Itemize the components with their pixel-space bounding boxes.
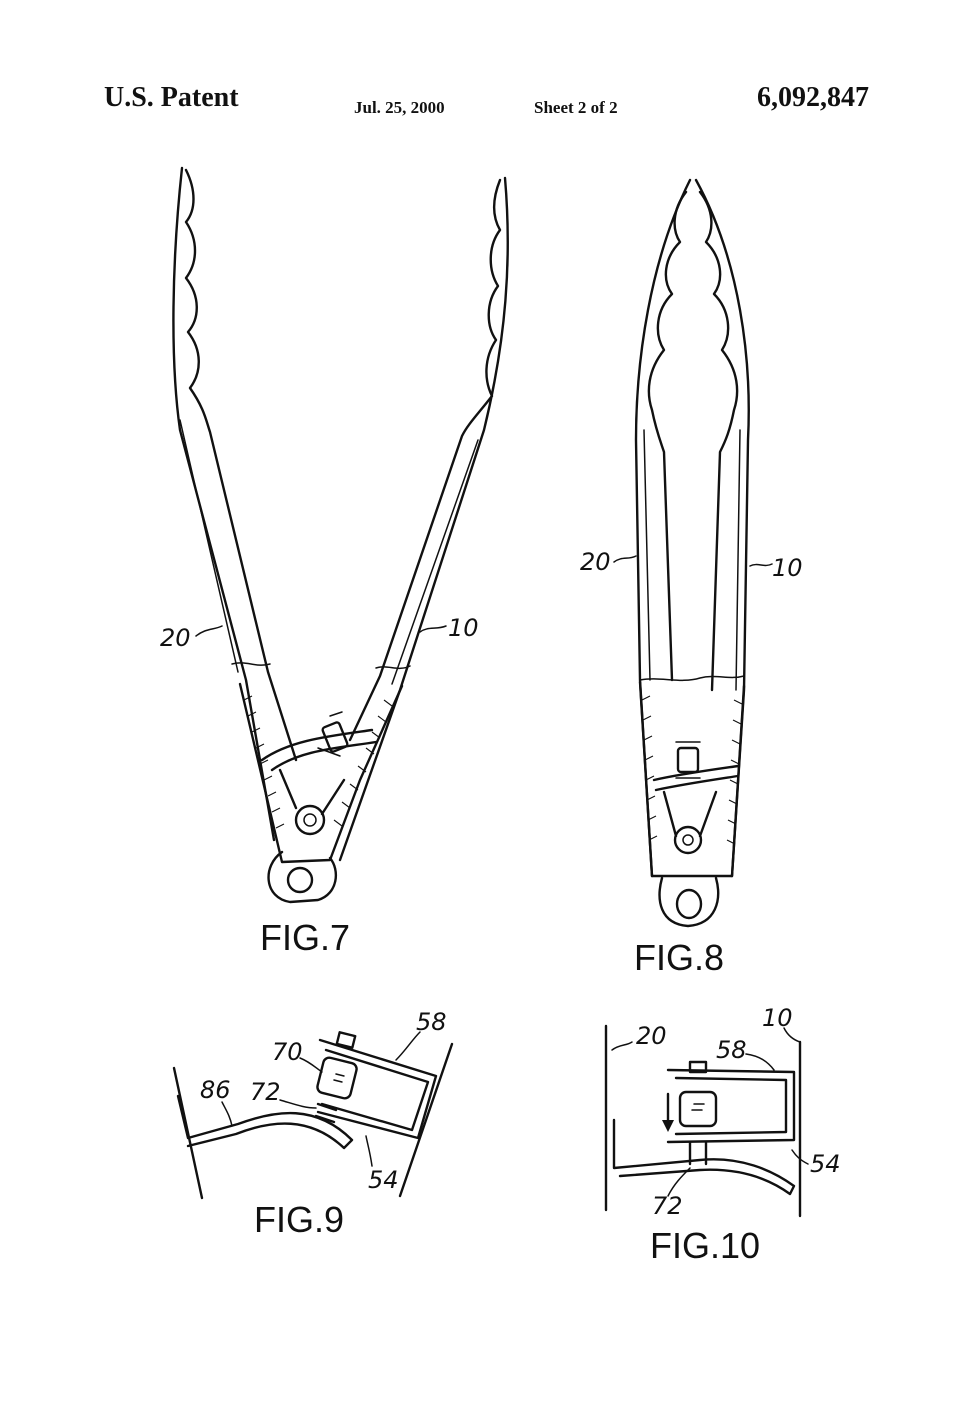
fig10-screw-head	[688, 1060, 708, 1074]
fig7-break-right	[375, 665, 411, 670]
fig9-arm-86	[176, 1094, 354, 1150]
fig7-right-arm-scallops	[348, 178, 502, 742]
fig7-spring	[260, 728, 378, 816]
fig7-ref-10: 10	[448, 614, 479, 642]
fig10-leader-54	[791, 1149, 809, 1165]
fig10-screw-72	[688, 1140, 708, 1166]
fig9-nut-72	[314, 1102, 338, 1124]
fig10-ref-20: 20	[636, 1022, 667, 1050]
fig7-housing-hatch	[243, 695, 393, 829]
fig9-ref-54: 54	[368, 1166, 399, 1194]
fig8-leader-10	[749, 563, 773, 567]
fig9-ref-86: 86	[200, 1076, 231, 1104]
fig8-ref-10: 10	[772, 554, 803, 582]
sheet-number: Sheet 2 of 2	[534, 98, 618, 117]
fig8-outer-right	[694, 178, 750, 878]
fig8-caption: FIG.8	[634, 937, 724, 978]
patent-number: 6,092,847	[757, 82, 869, 113]
fig10-ref-72: 72	[652, 1192, 683, 1220]
fig9-ref-58: 58	[416, 1008, 447, 1036]
fig7-latch-body	[321, 721, 349, 753]
fig9-ref-70: 70	[272, 1038, 303, 1066]
patent-date: Jul. 25, 2000	[354, 98, 445, 117]
fig7-pivot-outer	[294, 804, 326, 836]
fig8-leader-20	[613, 555, 637, 563]
fig8-ring-hole	[675, 888, 703, 920]
fig7-ring-hole	[286, 866, 314, 894]
fig10-caption: FIG.10	[650, 1225, 760, 1266]
fig9-screw-head	[335, 1031, 357, 1049]
fig10-leader-58	[745, 1053, 775, 1071]
fig10-ref-54: 54	[810, 1150, 841, 1178]
fig8-left-scallops	[647, 190, 688, 682]
fig10-button-marks	[691, 1103, 705, 1111]
fig7-leader-20	[195, 625, 223, 637]
fig8-spring	[652, 764, 740, 838]
fig9-bracket-58	[316, 1038, 438, 1140]
fig9-leader-72	[279, 1099, 317, 1109]
fig8-inner-ridges	[643, 429, 741, 691]
fig8-drawing	[634, 178, 750, 928]
fig9-button-marks	[333, 1073, 345, 1083]
fig7-latch-screw	[317, 711, 343, 757]
fig9-drawing	[172, 1031, 454, 1200]
fig7-pivot-inner	[303, 813, 317, 827]
fig9-leader-54	[365, 1135, 373, 1167]
fig9-ref-72: 72	[250, 1078, 281, 1106]
fig8-pivot-outer	[673, 825, 703, 855]
fig9-caption: FIG.9	[254, 1199, 344, 1240]
fig7-ref-20: 20	[160, 624, 191, 652]
fig7-left-arm-outer	[172, 166, 276, 842]
fig7-left-arm-ridge	[179, 419, 239, 673]
fig9-button-70	[316, 1056, 358, 1100]
fig7-right-arm-ridge	[391, 439, 479, 685]
fig8-ref-20: 20	[580, 548, 611, 576]
fig10-leader-10	[783, 1027, 801, 1043]
fig9-leader-86	[221, 1101, 233, 1127]
fig8-latch-body	[676, 746, 700, 774]
patent-label: U.S. Patent	[104, 82, 239, 113]
fig10-leader-20	[611, 1041, 633, 1051]
fig8-hang-ring	[658, 876, 720, 928]
fig7-housing	[238, 682, 404, 864]
fig8-break	[639, 675, 745, 682]
fig7-caption: FIG.7	[260, 917, 350, 958]
fig10-button	[678, 1090, 718, 1128]
fig8-pivot-inner	[682, 834, 694, 846]
fig7-hang-ring	[267, 850, 338, 904]
fig9-wall-right	[398, 1042, 454, 1198]
fig9-leader-70	[299, 1057, 323, 1073]
fig10-ref-58: 58	[716, 1036, 747, 1064]
fig10-drawing	[604, 1024, 802, 1218]
fig8-housing	[638, 680, 746, 878]
fig7-leader-10	[419, 625, 447, 633]
fig9-leader-58	[395, 1031, 421, 1061]
fig7-drawing	[172, 166, 509, 904]
fig8-right-scallops	[698, 190, 739, 692]
fig7-break-left	[231, 662, 271, 666]
fig10-arm	[612, 1118, 796, 1196]
fig8-latch-screw	[675, 741, 701, 779]
fig7-left-arm-scallops	[184, 168, 298, 762]
fig10-arrow-head	[662, 1120, 674, 1132]
fig10-leader-72	[667, 1167, 691, 1197]
fig8-housing-hatch	[641, 695, 743, 845]
fig7-right-arm-outer	[338, 176, 509, 862]
fig10-bracket-58	[666, 1068, 796, 1144]
fig10-ref-10: 10	[762, 1004, 793, 1032]
